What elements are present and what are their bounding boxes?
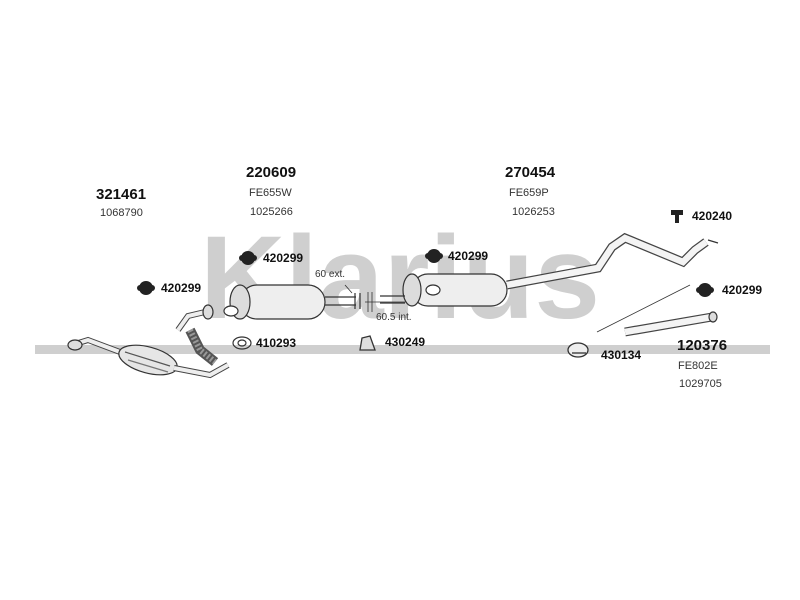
- hanger-icons: [137, 210, 714, 297]
- dimension-marks: [344, 284, 408, 312]
- hanger-left-number: 420299: [161, 281, 202, 295]
- bracket-icon: [671, 210, 683, 223]
- hanger-right-number: 420299: [722, 283, 763, 297]
- front-silencer-part-number: 220609: [246, 164, 297, 181]
- gasket-number: 410293: [256, 336, 297, 350]
- clamp-icon: [567, 342, 589, 358]
- hanger-icon: [239, 251, 257, 265]
- hanger-icon: [696, 283, 714, 297]
- gasket-icon: [232, 336, 252, 350]
- hanger-icon: [425, 249, 443, 263]
- catalyst-reference: 1068790: [100, 207, 143, 219]
- front-silencer-reference: 1025266: [250, 206, 293, 218]
- tail-pipe-reference: 1029705: [679, 378, 722, 390]
- catalyst-part-number: 321461: [96, 186, 147, 203]
- tail-pipe: [596, 284, 718, 337]
- tail-pipe-code: FE802E: [678, 360, 718, 372]
- hanger-front-number: 420299: [263, 251, 304, 265]
- catalyst-assembly: [67, 304, 230, 379]
- tail-pipe-part-number: 120376: [677, 337, 728, 354]
- watermark-underline: [35, 345, 770, 354]
- bracket-number: 420240: [692, 209, 733, 223]
- front-silencer: [223, 284, 361, 320]
- rear-silencer-code: FE659P: [509, 187, 549, 199]
- rear-silencer-part-number: 270454: [505, 164, 556, 181]
- hanger-mid-number: 420299: [448, 249, 489, 263]
- front-silencer-code: FE655W: [249, 187, 292, 199]
- dimension-internal: 60.5 int.: [376, 312, 412, 323]
- clamp-icon: [359, 335, 376, 351]
- hanger-icon: [137, 281, 155, 295]
- clamp-mid-number: 430249: [385, 335, 426, 349]
- clamp-rear-number: 430134: [601, 348, 642, 362]
- rear-silencer-reference: 1026253: [512, 206, 555, 218]
- rear-silencer: [380, 232, 719, 307]
- dimension-external: 60 ext.: [315, 269, 346, 280]
